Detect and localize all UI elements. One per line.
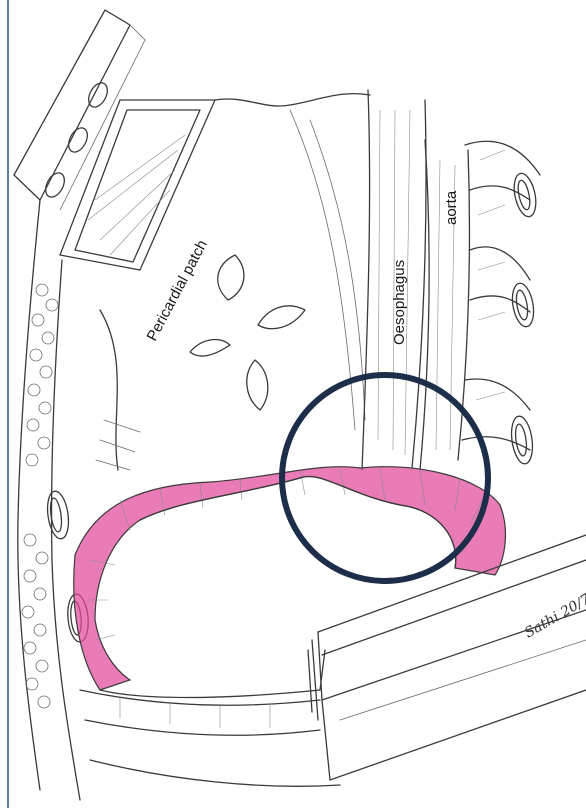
aorta-structure — [420, 140, 470, 470]
mediastinum-outline — [96, 94, 370, 470]
aorta-label: aorta — [443, 190, 460, 225]
oesophagus-label: Oesophagus — [391, 260, 408, 345]
chest-wall — [18, 200, 90, 800]
patch-sutures — [190, 255, 305, 410]
pericardial-patch-label: Pericardial patch — [144, 237, 211, 344]
retractor — [14, 10, 215, 270]
lower-chest-wall — [80, 690, 340, 786]
intercostal-vessels — [462, 141, 540, 465]
artist-signature: Sathi 20/7 — [522, 591, 586, 641]
diaphragm — [74, 467, 506, 698]
